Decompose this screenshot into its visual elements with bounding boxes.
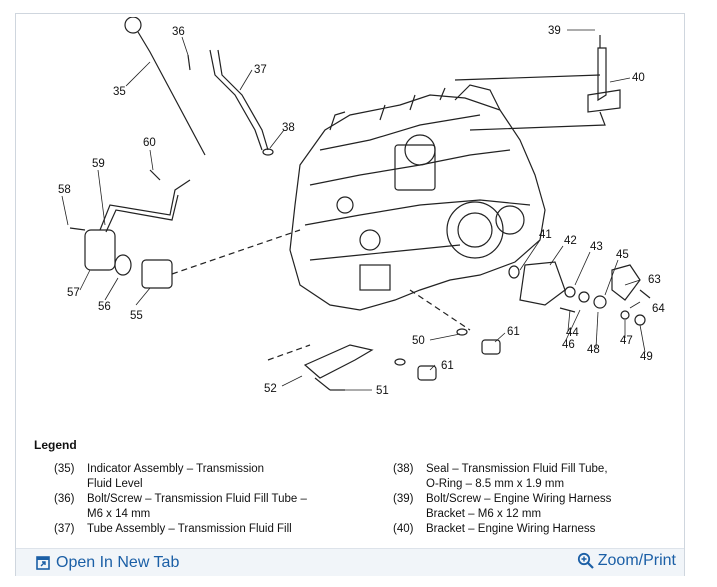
legend-left-column: (35) Indicator Assembly – Transmission F… [54,462,354,538]
callout-51: 51 [376,385,389,397]
callout-56: 56 [98,301,111,313]
legend-text: Tube Assembly – Transmission Fluid Fill [87,523,292,535]
callout-46: 46 [562,339,575,351]
callout-41: 41 [539,229,552,241]
footer-bar: Open In New Tab Zoom/Print [16,548,684,576]
legend-number: (36) [54,493,75,505]
external-tab-icon [36,556,50,570]
callout-45: 45 [616,249,629,261]
legend-text: Bolt/Screw – Engine Wiring Harness Brack… [426,493,612,520]
legend-item: (37) Tube Assembly – Transmission Fluid … [54,522,354,537]
callout-63: 63 [648,274,661,286]
callout-40: 40 [632,72,645,84]
callout-35: 35 [113,86,126,98]
zoom-print-link[interactable]: Zoom/Print [577,552,676,570]
legend-item: (35) Indicator Assembly – Transmission F… [54,462,354,491]
indicator-ring [124,17,142,34]
callout-61a: 61 [507,326,520,338]
callout-61b: 61 [441,360,454,372]
open-tab-label: Open In New Tab [56,554,180,571]
legend-text: Bolt/Screw – Transmission Fluid Fill Tub… [87,493,307,520]
callout-48: 48 [587,344,600,356]
callout-39: 39 [548,25,561,37]
diagram-panel [15,13,685,576]
legend-item: (40) Bracket – Engine Wiring Harness [393,522,683,537]
callout-38: 38 [282,122,295,134]
callout-50: 50 [412,335,425,347]
callout-42: 42 [564,235,577,247]
callout-59: 59 [92,158,105,170]
callout-37: 37 [254,64,267,76]
callout-47: 47 [620,335,633,347]
callout-64: 64 [652,303,665,315]
callout-36: 36 [172,26,185,38]
legend-number: (39) [393,493,414,505]
legend-text: Bracket – Engine Wiring Harness [426,523,596,535]
zoom-print-label: Zoom/Print [597,552,676,569]
callout-43: 43 [590,241,603,253]
transmission-exploded-diagram: 35 36 37 38 39 40 41 42 43 44 45 46 47 4… [58,17,665,397]
legend-item: (38) Seal – Transmission Fluid Fill Tube… [393,462,683,491]
callout-57: 57 [67,287,80,299]
magnifier-plus-icon [577,552,594,569]
callout-49: 49 [640,351,653,363]
transmission-case [289,94,546,311]
legend-text: Seal – Transmission Fluid Fill Tube, O-R… [426,463,608,490]
legend-title: Legend [34,438,77,452]
legend-number: (40) [393,523,414,535]
callout-58: 58 [58,184,71,196]
legend-number: (37) [54,523,75,535]
legend-right-column: (38) Seal – Transmission Fluid Fill Tube… [393,462,683,538]
callout-55: 55 [130,310,143,322]
legend-item: (36) Bolt/Screw – Transmission Fluid Fil… [54,492,354,521]
legend-number: (38) [393,463,414,475]
open-in-new-tab-link[interactable]: Open In New Tab [36,554,179,572]
legend-item: (39) Bolt/Screw – Engine Wiring Harness … [393,492,683,521]
legend-text: Indicator Assembly – Transmission Fluid … [87,463,265,490]
callout-60: 60 [143,137,156,149]
legend-number: (35) [54,463,75,475]
callout-52: 52 [264,383,277,395]
callout-44: 44 [566,327,579,339]
